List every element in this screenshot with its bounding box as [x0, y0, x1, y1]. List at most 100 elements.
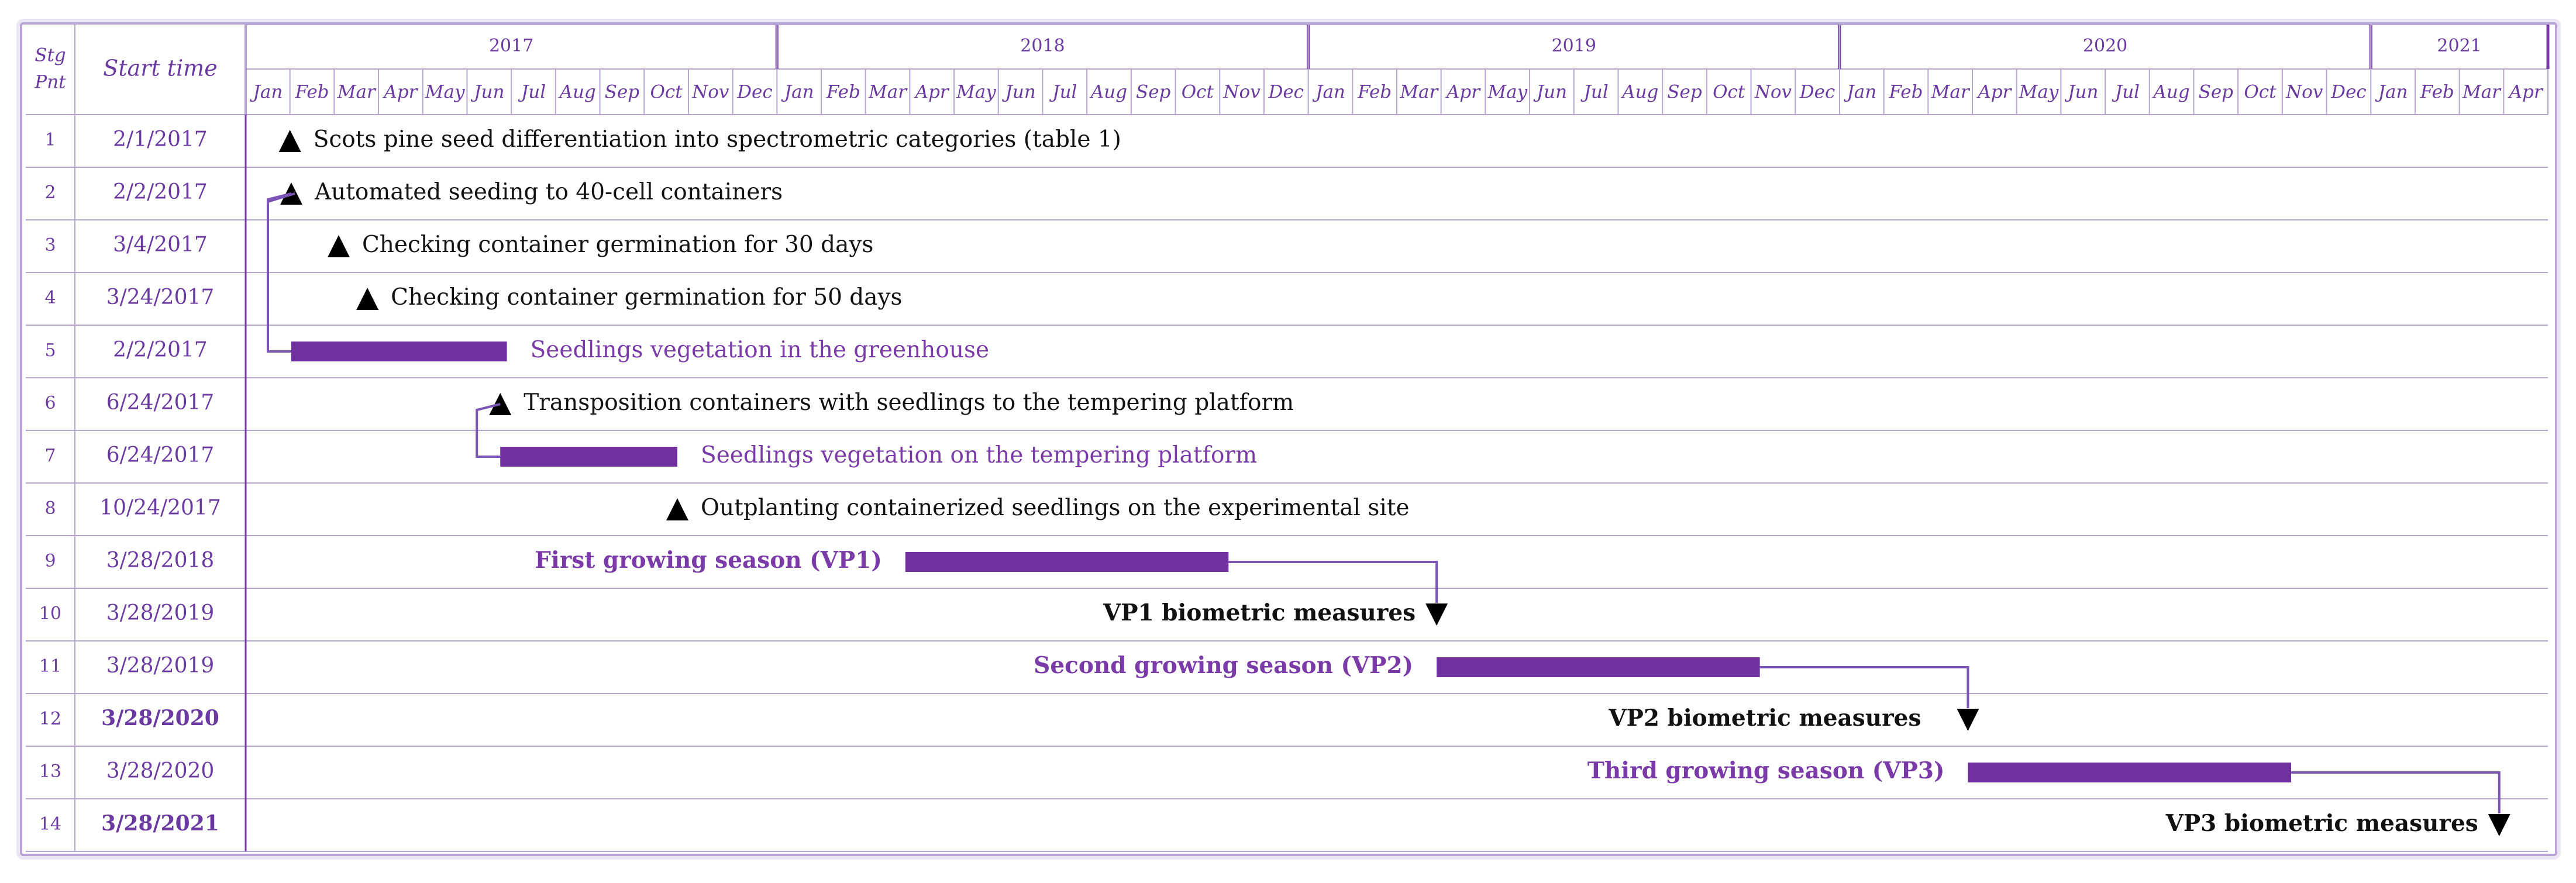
month-label: Jan — [249, 82, 283, 103]
stage-number: 5 — [44, 340, 56, 361]
grid-lines — [26, 24, 2550, 852]
month-label: Dec — [2330, 82, 2367, 103]
stage-number: 1 — [44, 130, 56, 150]
stage-number: 11 — [39, 656, 61, 677]
month-label: Sep — [1136, 82, 1171, 103]
dependency-link — [266, 192, 295, 353]
stage-number: 12 — [39, 709, 61, 729]
month-label: Dec — [736, 82, 773, 103]
task-label: Automated seeding to 40-cell containers — [314, 179, 783, 205]
stage-number: 13 — [39, 761, 61, 782]
month-label: Aug — [558, 82, 596, 103]
task-bar — [905, 552, 1229, 572]
month-label: Oct — [650, 82, 683, 103]
month-label: Sep — [605, 82, 640, 103]
month-label: Oct — [2244, 82, 2277, 103]
month-label: Apr — [382, 82, 418, 103]
month-label: Jan — [1843, 82, 1876, 103]
milestone-up-marker — [356, 288, 379, 310]
month-label: Aug — [1089, 82, 1127, 103]
month-label: Sep — [2199, 82, 2234, 103]
start-date: 3/28/2019 — [106, 654, 215, 678]
stage-number: 10 — [39, 603, 61, 624]
month-label: Jun — [470, 82, 504, 103]
year-label: 2019 — [1552, 36, 1596, 56]
start-date: 2/2/2017 — [113, 338, 208, 362]
stage-number: 7 — [44, 446, 56, 466]
start-date: 6/24/2017 — [106, 443, 215, 467]
dependency-link — [476, 403, 501, 458]
month-label: Mar — [868, 82, 908, 103]
month-label: Mar — [337, 82, 377, 103]
stage-number: 6 — [44, 393, 56, 413]
month-label: Dec — [1268, 82, 1304, 103]
task-label: Checking container germination for 30 da… — [362, 232, 873, 258]
task-bar — [1437, 657, 1760, 677]
start-date: 2/1/2017 — [113, 127, 208, 151]
start-date: 6/24/2017 — [106, 391, 215, 415]
stage-number: 8 — [44, 498, 56, 519]
month-label: Apr — [2508, 82, 2544, 103]
month-label: Feb — [1888, 82, 1923, 103]
task-bar — [500, 447, 677, 467]
month-label: Nov — [2285, 82, 2323, 103]
month-label: Nov — [691, 82, 729, 103]
start-date: 3/28/2020 — [101, 706, 219, 730]
milestone-down-marker — [1425, 603, 1448, 626]
month-label: Oct — [1182, 82, 1214, 103]
month-label: Aug — [1620, 82, 1658, 103]
start-date: 3/4/2017 — [113, 233, 208, 257]
month-label: Jan — [2375, 82, 2408, 103]
dependency-link — [2291, 771, 2501, 813]
gantt-chart-frame — [20, 22, 2557, 856]
start-date: 3/24/2017 — [106, 285, 215, 309]
month-label: Jun — [1001, 82, 1035, 103]
month-label: Oct — [1713, 82, 1745, 103]
task-label: Scots pine seed differentiation into spe… — [314, 126, 1121, 153]
dependency-link — [1759, 666, 1969, 708]
month-label: Mar — [1399, 82, 1439, 103]
start-date: 3/28/2020 — [106, 759, 215, 783]
dependency-link — [1228, 561, 1438, 603]
year-label: 2018 — [1020, 36, 1065, 56]
stage-number: 2 — [44, 182, 56, 203]
task-label: VP2 biometric measures — [1608, 705, 1921, 732]
month-label: Apr — [914, 82, 950, 103]
task-label: Transposition containers with seedlings … — [524, 389, 1294, 416]
month-label: Feb — [295, 82, 329, 103]
start-date: 10/24/2017 — [99, 496, 221, 520]
month-label: Mar — [2462, 82, 2502, 103]
month-label: May — [956, 82, 996, 103]
start-time-header: Start time — [103, 56, 217, 81]
month-label: Jul — [2112, 82, 2140, 103]
task-label: First growing season (VP1) — [535, 547, 882, 574]
task-label: Seedlings vegetation in the greenhouse — [531, 337, 989, 363]
month-label: Feb — [1357, 82, 1392, 103]
task-label: VP1 biometric measures — [1103, 599, 1416, 626]
month-label: Jul — [518, 82, 546, 103]
milestone-up-marker — [278, 130, 301, 152]
task-label: Second growing season (VP2) — [1034, 652, 1413, 679]
month-label: May — [2019, 82, 2059, 103]
month-label: Mar — [1931, 82, 1971, 103]
month-label: May — [425, 82, 465, 103]
month-label: Sep — [1667, 82, 1702, 103]
month-label: Jan — [781, 82, 814, 103]
task-label: Checking container germination for 50 da… — [391, 284, 902, 311]
start-date: 3/28/2019 — [106, 601, 215, 625]
month-label: Jul — [1580, 82, 1608, 103]
month-label: Jun — [2064, 82, 2098, 103]
month-label: Feb — [826, 82, 860, 103]
stage-number: 9 — [44, 551, 56, 571]
month-label: Jan — [1312, 82, 1345, 103]
stage-header-line2: Pnt — [34, 72, 66, 93]
start-date: 3/28/2021 — [101, 811, 219, 836]
stage-header-line1: Stg — [35, 45, 66, 66]
start-date: 3/28/2018 — [106, 549, 215, 572]
milestone-up-marker — [666, 498, 688, 520]
milestone-up-marker — [327, 235, 350, 257]
milestone-down-marker — [2488, 814, 2510, 836]
month-label: Dec — [1799, 82, 1835, 103]
stage-number: 3 — [44, 235, 56, 256]
